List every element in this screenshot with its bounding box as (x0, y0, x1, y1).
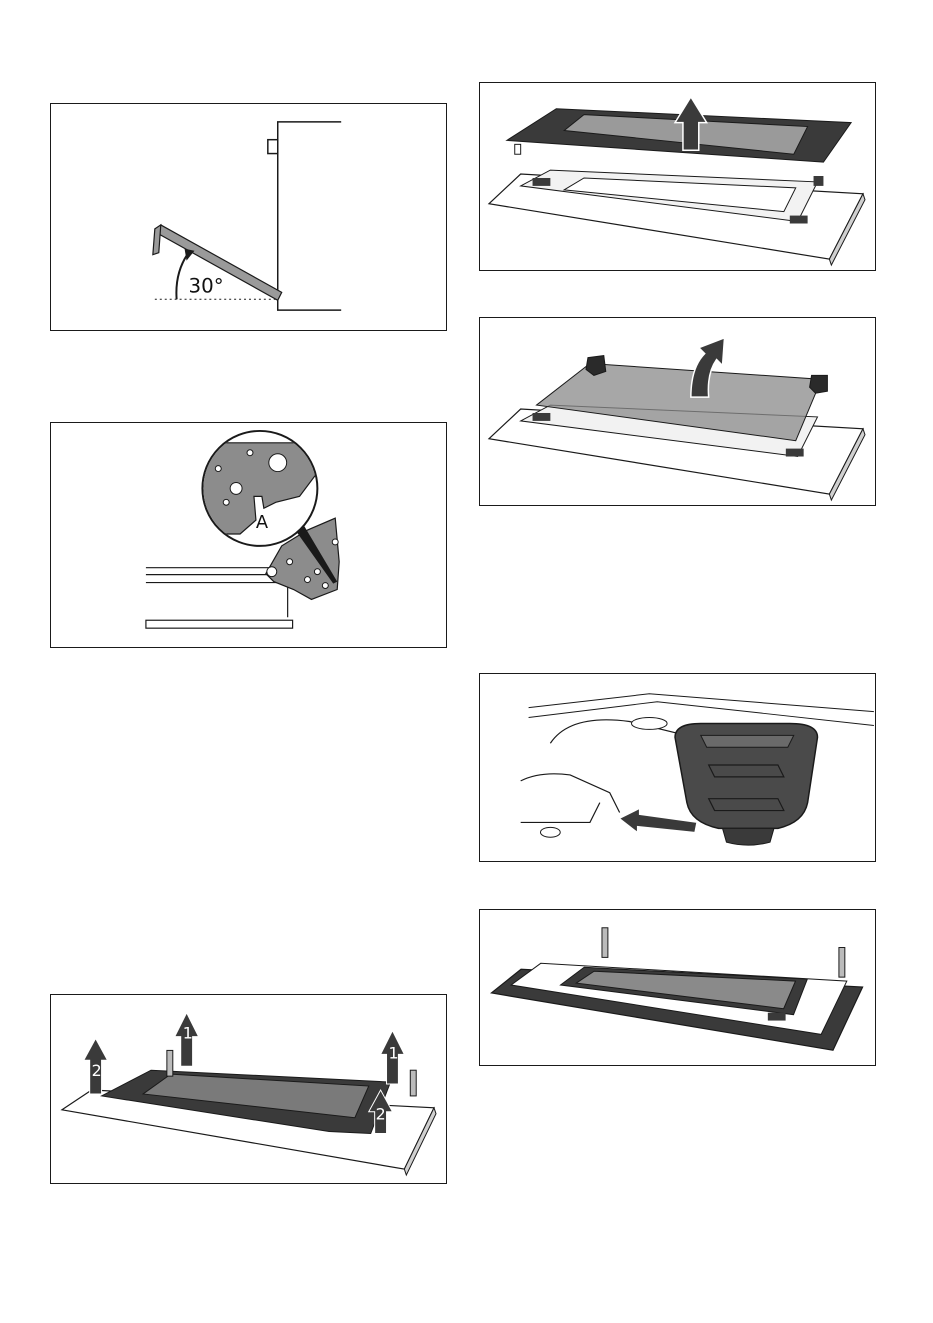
holder-rim (701, 735, 794, 747)
lift-frame-illustration: 1 1 2 2 (51, 995, 446, 1183)
arrow-1-left: 1 (175, 1013, 199, 1066)
door-handle (153, 225, 161, 255)
magnified-hole (223, 499, 229, 505)
clip-right (786, 449, 804, 457)
arrow-2-left: 2 (84, 1039, 108, 1094)
bracket-hole (540, 827, 560, 837)
arrow-1-right-label: 1 (389, 1043, 399, 1062)
rail-body (146, 583, 288, 618)
hinge-left (167, 1050, 173, 1076)
angle-arrowhead (185, 249, 195, 261)
figure-remove-inner-panel (479, 317, 876, 506)
clip-left (533, 413, 551, 421)
remove-inner-panel-illustration (480, 318, 875, 505)
hinge-hole (332, 539, 338, 545)
figure-door-angle: 30° (50, 103, 447, 331)
arrow-2-right-label: 2 (376, 1105, 386, 1124)
magnified-hole (230, 482, 242, 494)
holder-closeup-illustration (480, 674, 875, 861)
hinge-hole (287, 559, 293, 565)
magnified-hole (269, 454, 287, 472)
panel-holder-right (810, 375, 828, 393)
figure-lift-frame: 1 1 2 2 (50, 994, 447, 1184)
door-edge-line (529, 694, 874, 712)
figure-door-reassembled (479, 909, 876, 1066)
hinge-pivot (267, 567, 277, 577)
panel-tab (515, 144, 521, 154)
figure-remove-outer-panel (479, 82, 876, 271)
holder-base (723, 828, 774, 845)
magnified-hole (215, 466, 221, 472)
door-reassembled-illustration (480, 910, 875, 1065)
arrow-2-left-label: 2 (92, 1061, 102, 1080)
arrow-1-left-label: 1 (183, 1024, 193, 1043)
hinge-left (602, 928, 608, 958)
rail-bottom (146, 620, 293, 628)
hinge-right (839, 948, 845, 978)
figure-hinge-detail: A (50, 422, 447, 648)
magnified-hole (247, 450, 253, 456)
angle-label: 30° (189, 274, 224, 297)
callout-label: A (256, 512, 269, 533)
hinge-detail-illustration: A (51, 423, 446, 647)
oven-body-outline (278, 122, 341, 310)
clip-left (533, 178, 551, 186)
hinge-hole (314, 569, 320, 575)
pivot-hole (631, 718, 667, 730)
push-arrow (620, 809, 697, 833)
hinge-bracket (521, 803, 600, 823)
clip-right (768, 1013, 786, 1021)
door-angle-illustration: 30° (51, 104, 446, 330)
door-edge-line (529, 702, 874, 726)
hinge-hole (322, 583, 328, 589)
hinge-hole (305, 577, 311, 583)
hinge-right (410, 1070, 416, 1096)
oven-latch (268, 140, 278, 154)
remove-outer-panel-illustration (480, 83, 875, 270)
figure-holder-closeup (479, 673, 876, 862)
clip-right (790, 216, 808, 224)
arrow-1-right: 1 (381, 1031, 405, 1084)
clip-right-top (814, 176, 824, 186)
hinge-bracket (521, 774, 620, 813)
